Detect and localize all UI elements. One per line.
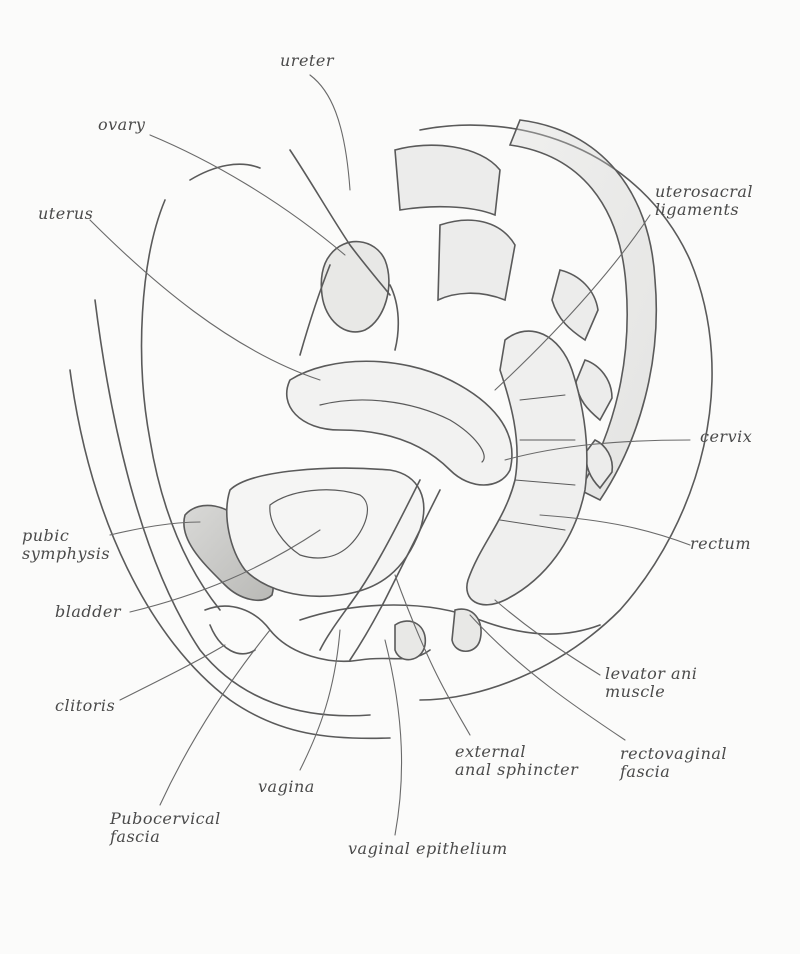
- leader-bladder: [129, 529, 321, 613]
- leader-external-anal-sphincter: [394, 574, 471, 736]
- uterus-outline: [285, 360, 513, 486]
- skin-line-lower: [69, 369, 391, 740]
- pelvic-floor: [299, 604, 601, 635]
- label-bladder: bladder: [55, 602, 121, 621]
- label-rectum: rectum: [690, 534, 751, 553]
- label-pubic-symphysis: pubic symphysis: [22, 526, 111, 563]
- bladder-lumen: [269, 489, 369, 559]
- label-cervix: cervix: [700, 427, 753, 446]
- leader-ureter: [309, 74, 351, 191]
- leader-levator-ani: [494, 599, 601, 676]
- label-levator-ani-muscle: levator ani muscle: [605, 664, 698, 701]
- uterine-cavity: [319, 399, 485, 463]
- leader-rectum: [539, 514, 691, 546]
- clitoris-structure: [209, 624, 256, 655]
- anal-sphincter: [394, 620, 426, 661]
- label-vaginal-epithelium: vaginal epithelium: [348, 839, 508, 858]
- leader-vaginal-epithelium: [384, 639, 403, 836]
- vagina-canal-inner: [349, 489, 441, 661]
- label-ureter: ureter: [280, 51, 334, 70]
- rectal-folds: [499, 394, 576, 531]
- label-external-anal-sphincter: external anal sphincter: [455, 742, 579, 779]
- anterior-abdominal-wall: [140, 199, 221, 611]
- leader-rectovaginal-fascia: [469, 614, 626, 741]
- bladder-outline: [226, 467, 425, 598]
- leader-cervix: [504, 439, 691, 461]
- label-pubocervical-fascia: Pubocervical fascia: [110, 809, 221, 846]
- leader-clitoris: [119, 644, 226, 701]
- vertebra-2: [437, 219, 516, 302]
- leader-uterus: [89, 219, 321, 381]
- label-uterosacral-ligaments: uterosacral ligaments: [655, 182, 753, 219]
- sacrum-outline: [508, 119, 658, 502]
- ureter-line: [289, 149, 391, 296]
- leader-pubocervical-fascia: [159, 629, 271, 806]
- label-rectovaginal-fascia: rectovaginal fascia: [620, 744, 728, 781]
- vertebra-1: [394, 144, 501, 217]
- leader-pubic-symphysis: [109, 521, 201, 536]
- leader-vagina: [299, 629, 341, 771]
- coccyx-segment-1: [551, 269, 599, 342]
- perineum-contour: [204, 605, 431, 663]
- anal-sphincter-2: [451, 608, 482, 653]
- label-vagina: vagina: [258, 777, 315, 796]
- skin-line-front: [94, 299, 371, 717]
- leader-uterosacral: [494, 214, 651, 391]
- label-ovary: ovary: [98, 115, 146, 134]
- label-uterus: uterus: [38, 204, 94, 223]
- anterior-wall-inner: [189, 163, 261, 181]
- leader-ovary: [149, 134, 346, 256]
- label-clitoris: clitoris: [55, 696, 116, 715]
- ovary-outline: [320, 240, 390, 333]
- fallopian-tube: [299, 264, 400, 356]
- vagina-canal: [319, 479, 421, 651]
